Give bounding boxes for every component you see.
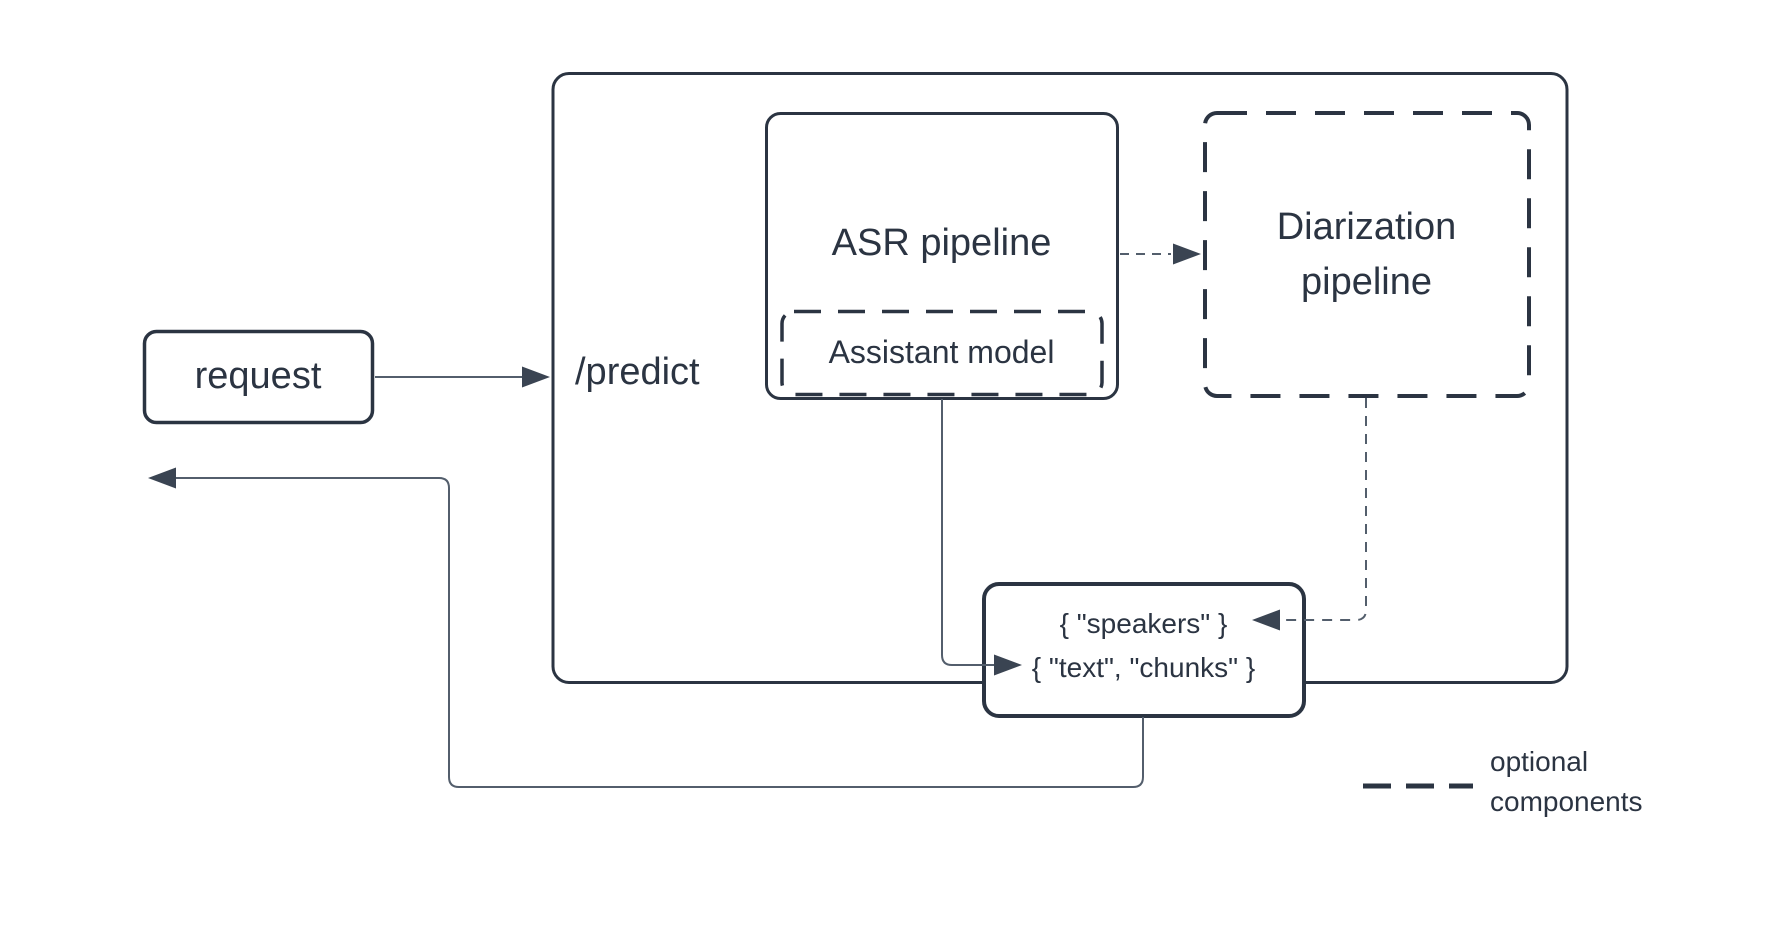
output-speakers-label: { "speakers" }	[1059, 608, 1228, 639]
legend-optional-components-label: optional components	[1490, 746, 1643, 817]
output-box	[982, 582, 1306, 718]
request-node-label: request	[194, 355, 322, 397]
assistant-model-label: Assistant model	[828, 334, 1055, 370]
output-node: { "speakers" } { "text", "chunks" }	[982, 602, 1305, 690]
predict-endpoint-label: /predict	[575, 351, 700, 393]
output-return-arrow	[148, 467, 1144, 788]
diarization-to-output-arrowhead	[1252, 609, 1280, 631]
output-return-arrowhead	[148, 467, 176, 489]
asr-to-output-arrow	[941, 399, 1022, 676]
asr-to-output-arrowhead	[994, 654, 1022, 676]
request-box	[142, 329, 375, 425]
diarization-pipeline-box	[1203, 111, 1531, 398]
asr-pipeline-label: ASR pipeline	[831, 222, 1052, 264]
request-to-predict-arrow	[375, 366, 550, 388]
assistant-model-box	[780, 309, 1104, 397]
asr-to-diarization-arrowhead	[1173, 243, 1201, 265]
asr-pipeline-box	[765, 112, 1119, 400]
asr-to-diarization-arrow	[1120, 243, 1201, 265]
output-text-chunks-label: { "text", "chunks" }	[1031, 652, 1256, 683]
diarization-to-output-arrow	[1252, 398, 1367, 631]
diarization-pipeline-label: Diarization pipeline	[1276, 206, 1457, 303]
request-to-predict-arrowhead	[522, 366, 550, 388]
